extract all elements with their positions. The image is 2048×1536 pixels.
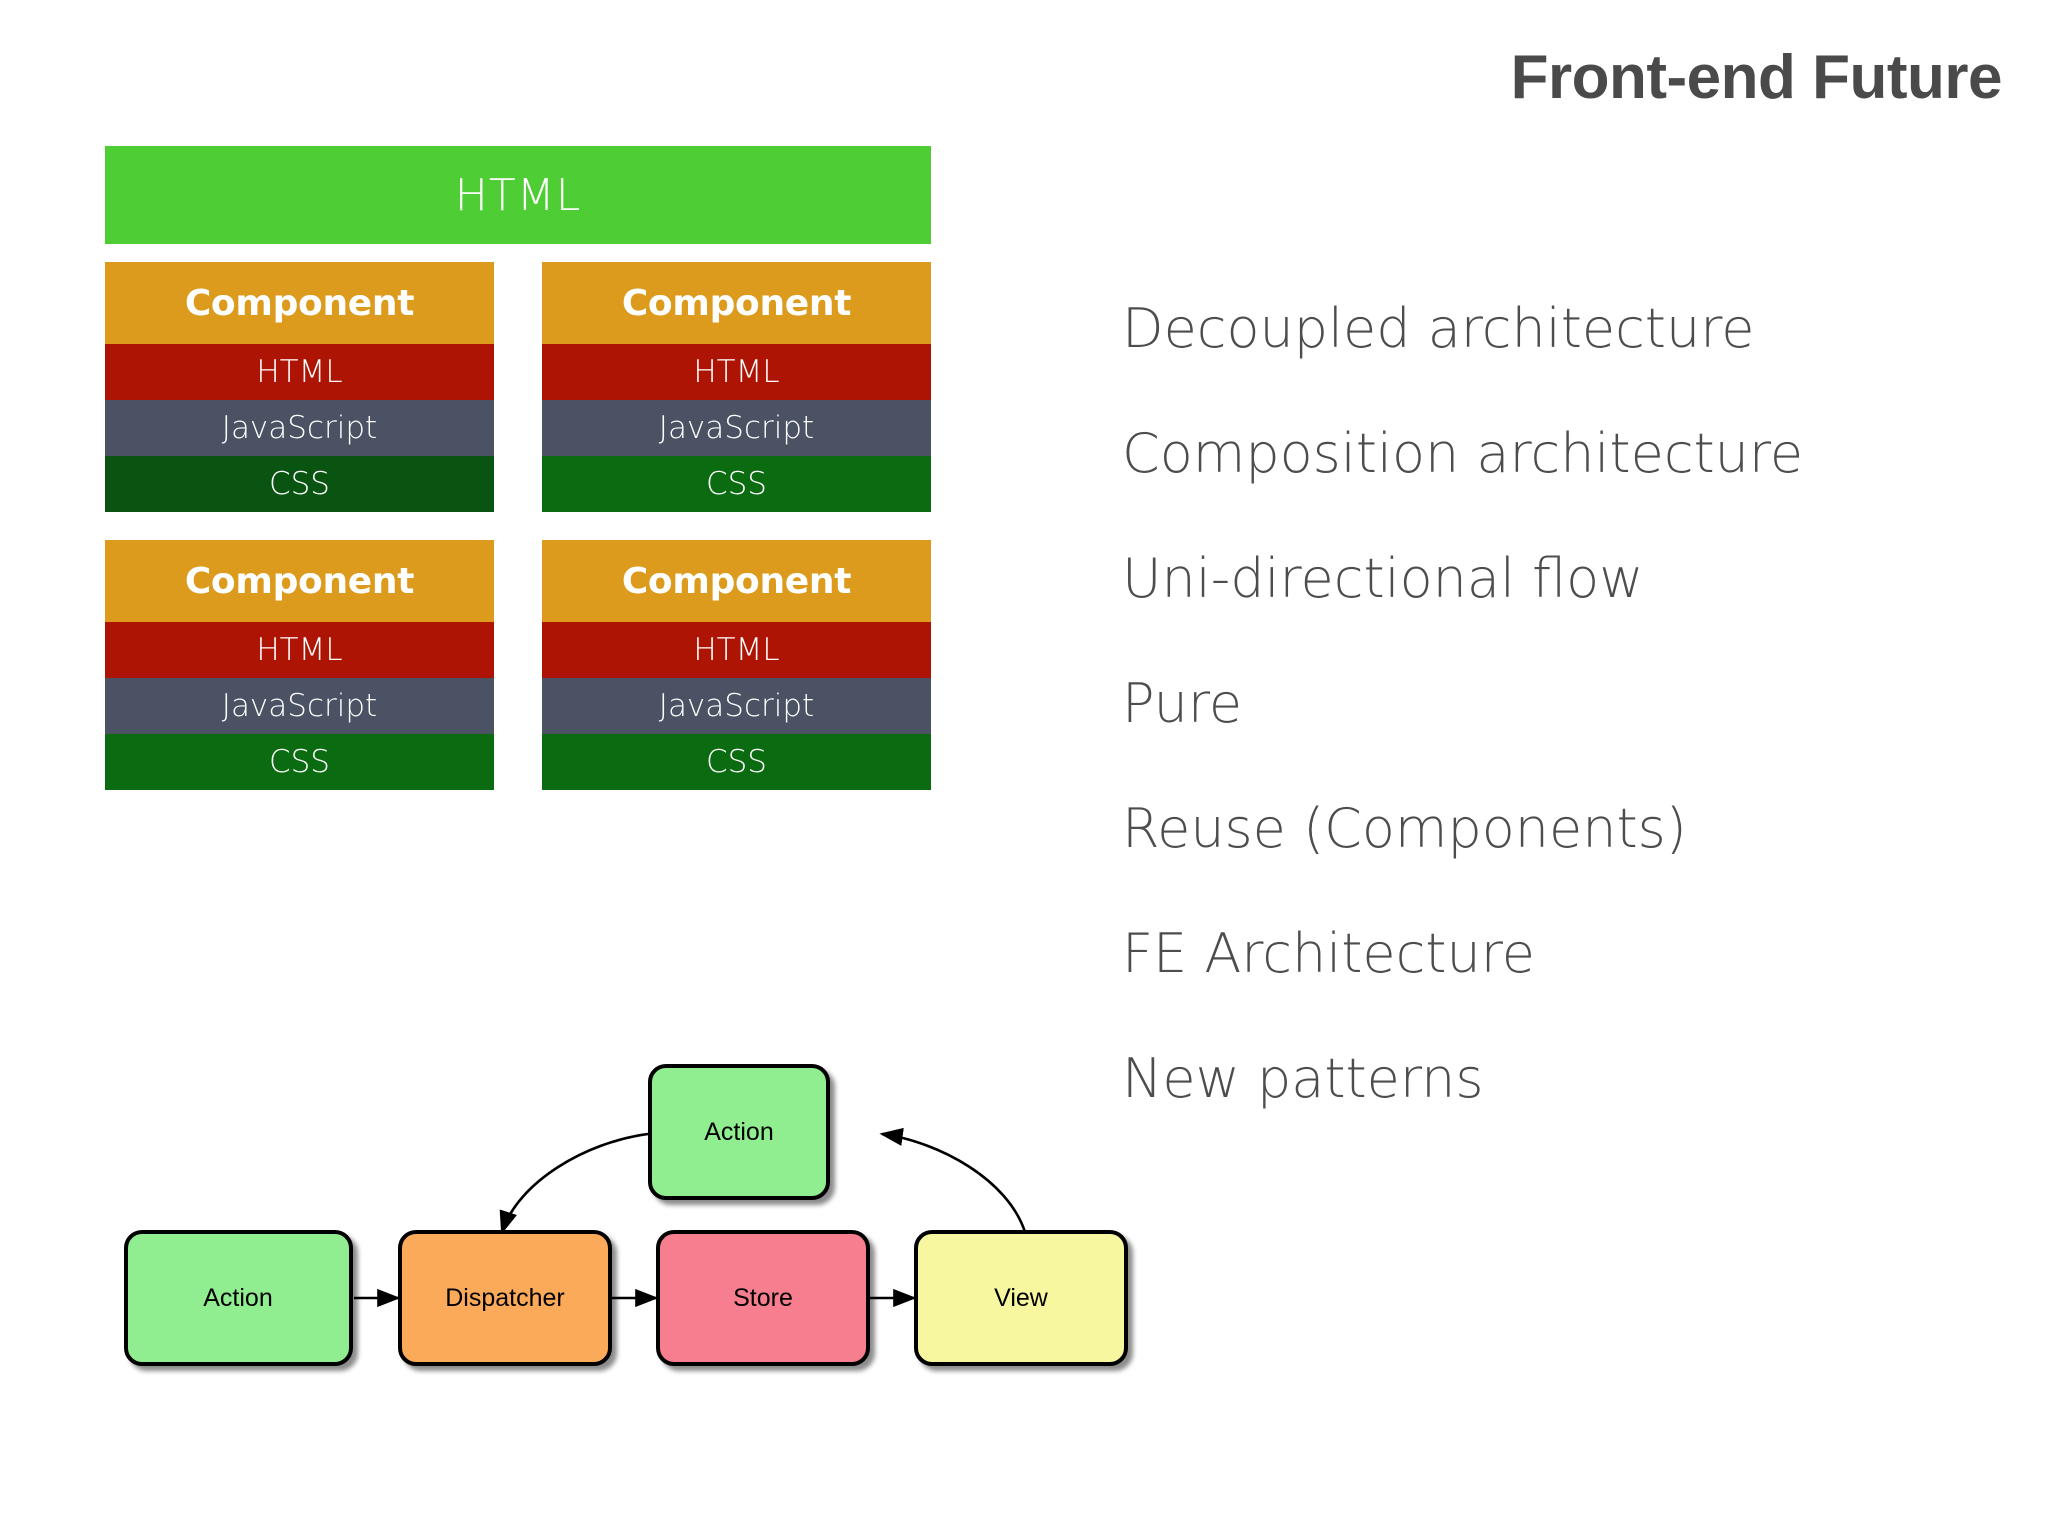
component-layer-javascript: JavaScript	[542, 400, 931, 456]
component-card: Component HTML JavaScript CSS	[542, 540, 931, 790]
component-layer-css-label: CSS	[268, 466, 330, 502]
component-architecture-diagram: HTML Component HTML JavaScript CSS Compo…	[105, 146, 931, 790]
flux-edge-action-top-to-dispatcher	[499, 1132, 649, 1235]
html-root-banner: HTML	[105, 146, 931, 244]
flux-node-dispatcher[interactable]	[398, 1230, 612, 1366]
component-card-header: Component	[542, 540, 931, 622]
flux-node-action-left-label: Action	[203, 1284, 272, 1312]
component-layer-javascript: JavaScript	[105, 400, 494, 456]
feature-bullet-list: Decoupled architecture Composition archi…	[1122, 296, 1982, 1171]
bullet-item: Composition architecture	[1122, 422, 1804, 485]
component-layer-javascript-label: JavaScript	[658, 410, 815, 446]
component-card-title: Component	[621, 560, 852, 602]
bullet-item: Pure	[1122, 672, 1243, 735]
flux-flow-diagram: Action Action Dispatcher Store View	[120, 1060, 1140, 1390]
flux-edge-view-to-action-top	[879, 1127, 1027, 1233]
bullet-item: FE Architecture	[1122, 922, 1535, 985]
flux-node-store-label: Store	[733, 1284, 793, 1312]
component-layer-html-label: HTML	[693, 632, 780, 668]
component-layer-css: CSS	[105, 456, 494, 512]
component-layer-html: HTML	[542, 344, 931, 400]
component-card-title: Component	[621, 282, 852, 324]
component-card: Component HTML JavaScript CSS	[105, 262, 494, 512]
component-layer-html: HTML	[542, 622, 931, 678]
component-layer-css-label: CSS	[268, 744, 330, 780]
component-layer-css: CSS	[105, 734, 494, 790]
flux-node-store[interactable]	[656, 1230, 870, 1366]
component-layer-javascript-label: JavaScript	[221, 688, 378, 724]
flux-node-dispatcher-label: Dispatcher	[445, 1284, 565, 1312]
flux-node-action-left[interactable]	[124, 1230, 353, 1366]
component-card: Component HTML JavaScript CSS	[105, 540, 494, 790]
flux-node-view[interactable]	[914, 1230, 1128, 1366]
component-card: Component HTML JavaScript CSS	[542, 262, 931, 512]
flux-node-view-label: View	[994, 1284, 1049, 1312]
component-layer-html: HTML	[105, 344, 494, 400]
component-layer-javascript-label: JavaScript	[221, 410, 378, 446]
component-card-header: Component	[105, 540, 494, 622]
bullet-item: Reuse (Components)	[1122, 797, 1687, 860]
component-layer-html-label: HTML	[256, 354, 343, 390]
component-layer-html-label: HTML	[693, 354, 780, 390]
bullet-item: New patterns	[1122, 1047, 1484, 1110]
page-title: Front-end Future	[1510, 43, 2003, 112]
flux-node-action-top[interactable]	[648, 1064, 830, 1200]
component-layer-css-label: CSS	[705, 466, 767, 502]
component-layer-javascript-label: JavaScript	[658, 688, 815, 724]
component-layer-css: CSS	[542, 734, 931, 790]
bullet-item: Decoupled architecture	[1122, 297, 1755, 360]
component-card-title: Component	[184, 560, 415, 602]
component-layer-html-label: HTML	[256, 632, 343, 668]
component-grid: Component HTML JavaScript CSS Component …	[105, 262, 931, 790]
component-layer-html: HTML	[105, 622, 494, 678]
flux-node-action-top-label: Action	[704, 1118, 773, 1146]
component-card-header: Component	[542, 262, 931, 344]
bullet-item: Uni-directional flow	[1122, 547, 1644, 610]
component-card-header: Component	[105, 262, 494, 344]
component-layer-javascript: JavaScript	[542, 678, 931, 734]
html-root-banner-label: HTML	[454, 169, 582, 221]
component-layer-javascript: JavaScript	[105, 678, 494, 734]
component-layer-css-label: CSS	[705, 744, 767, 780]
component-card-title: Component	[184, 282, 415, 324]
component-layer-css: CSS	[542, 456, 931, 512]
